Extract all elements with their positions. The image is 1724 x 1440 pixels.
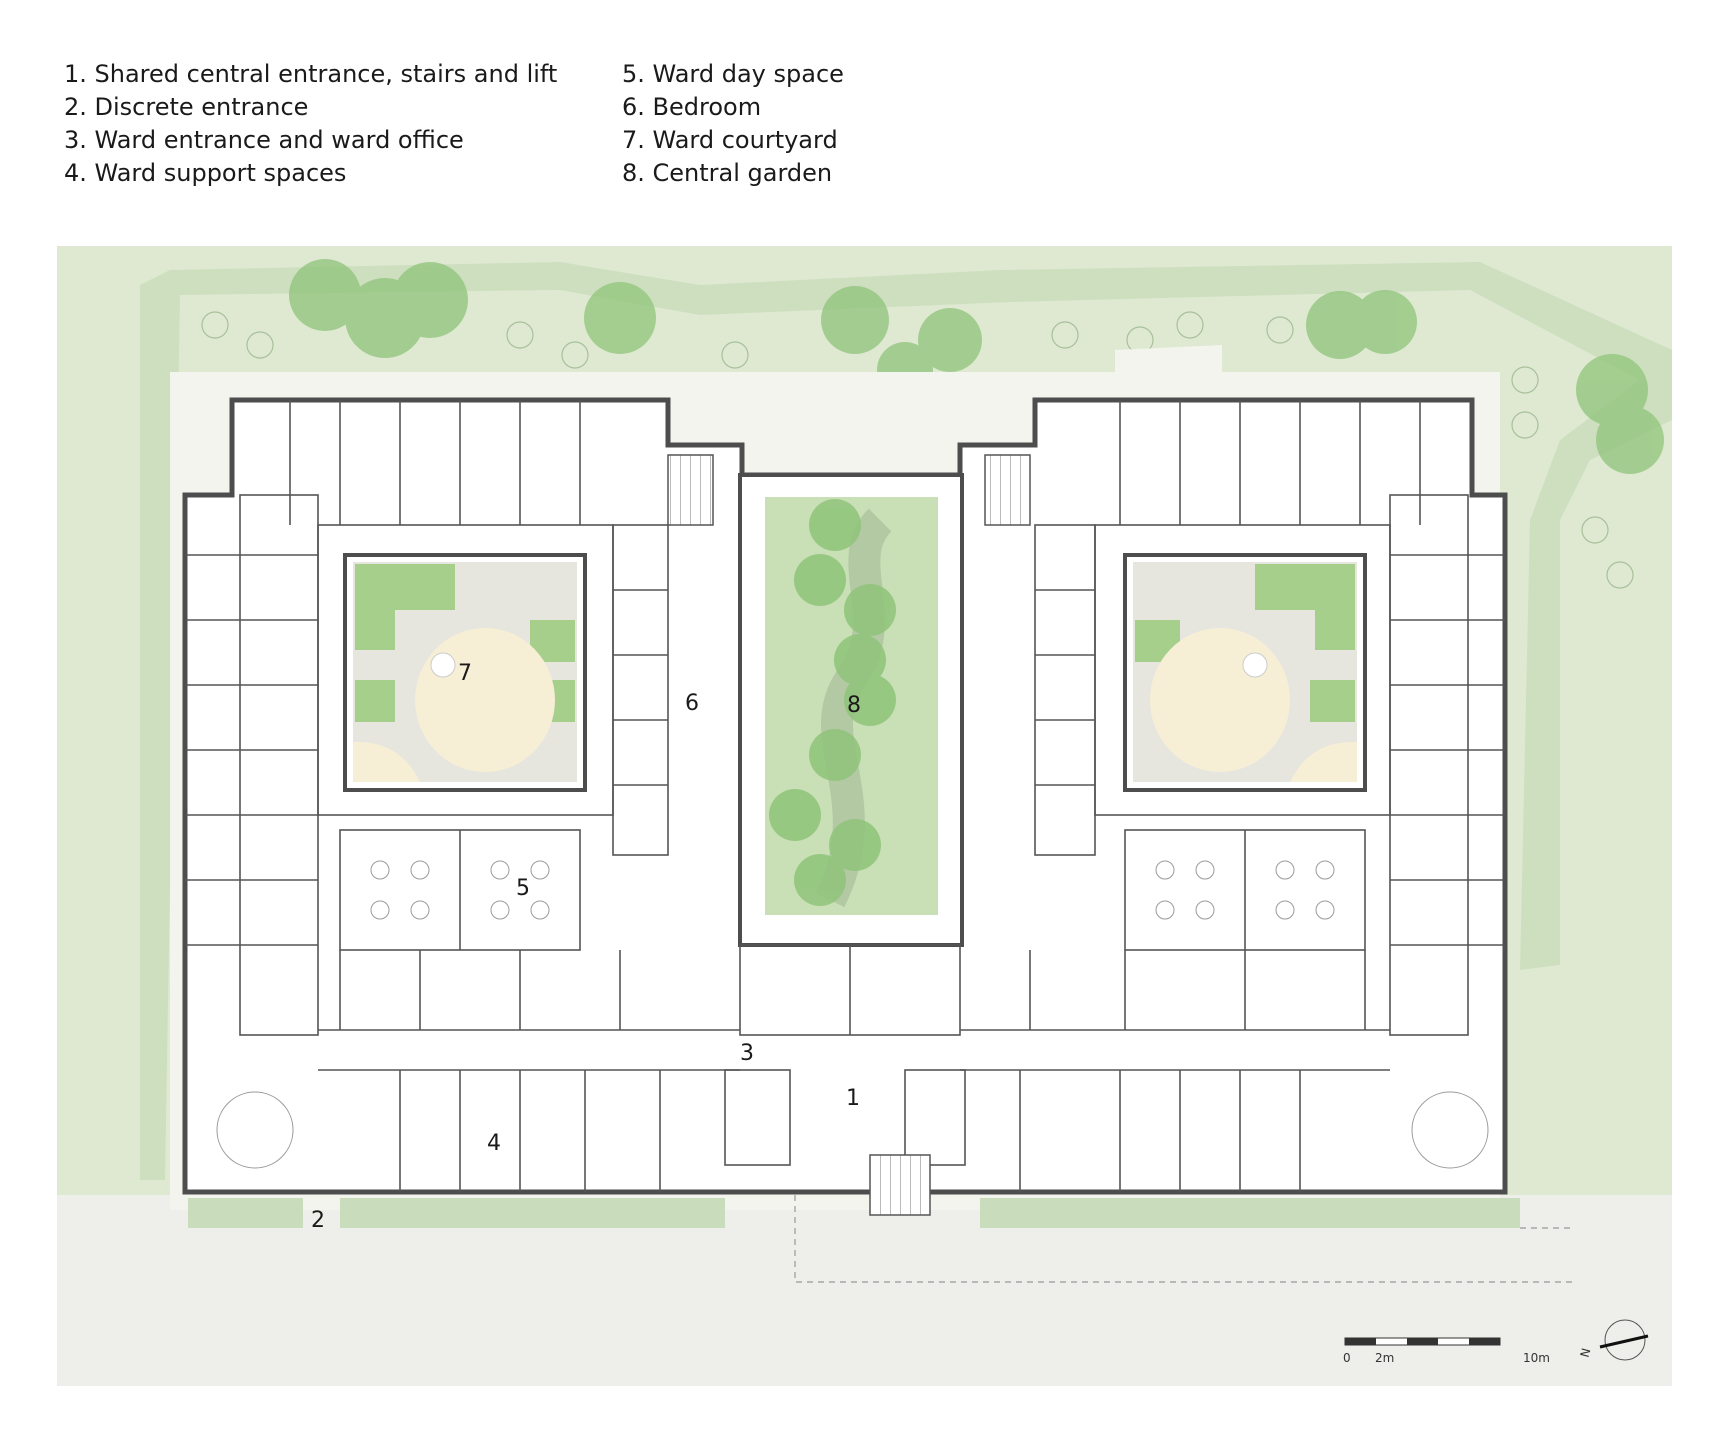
legend-item: 7. Ward courtyard [622,126,838,154]
label-bedroom: 6 [685,691,699,716]
label-shared-entrance: 1 [846,1086,860,1111]
courtyard-left-sand [415,628,555,772]
room-walls [185,400,1505,1192]
label-courtyard-left: 7 [458,661,472,686]
stair-right [984,454,1031,526]
north-label: N [1578,1347,1594,1359]
scale-bar: 0 2m 10m [1343,1337,1550,1365]
day-space-furniture [216,860,1489,1169]
front-lawn-mid [340,1198,725,1228]
site-boundary-dashed [794,1195,1575,1283]
legend-item: 8. Central garden [622,159,833,187]
trees-north [289,259,1664,474]
north-arrow-icon: N [1578,1319,1649,1361]
scale-tick-2m: 2m [1375,1351,1394,1365]
front-lawn-right [980,1198,1520,1228]
scale-tick-10m: 10m [1523,1351,1550,1365]
front-lawn-left [188,1198,303,1228]
legend-item: 6. Bedroom [622,93,762,121]
courtyard-right-planting [1135,564,1355,722]
central-garden-trees [769,499,896,906]
label-ward-support: 4 [487,1131,501,1156]
legend-item: 1. Shared central entrance, stairs and l… [64,60,558,88]
label-central-garden: 8 [847,693,861,718]
legend-item: 3. Ward entrance and ward office [64,126,464,154]
legend-item: 4. Ward support spaces [64,159,347,187]
legend-column-left: 1. Shared central entrance, stairs and l… [64,58,557,190]
legend-column-right: 5. Ward day space 6. Bedroom 7. Ward cou… [622,58,844,190]
courtyard-right-sand [1150,628,1290,772]
stair-central [869,1154,931,1216]
label-day-space: 5 [516,876,530,901]
legend-item: 5. Ward day space [622,60,844,88]
scale-tick-0: 0 [1343,1351,1351,1365]
stair-left [667,454,714,526]
legend-item: 2. Discrete entrance [64,93,309,121]
label-ward-entrance: 3 [740,1041,754,1066]
label-discrete-entrance: 2 [311,1208,325,1233]
